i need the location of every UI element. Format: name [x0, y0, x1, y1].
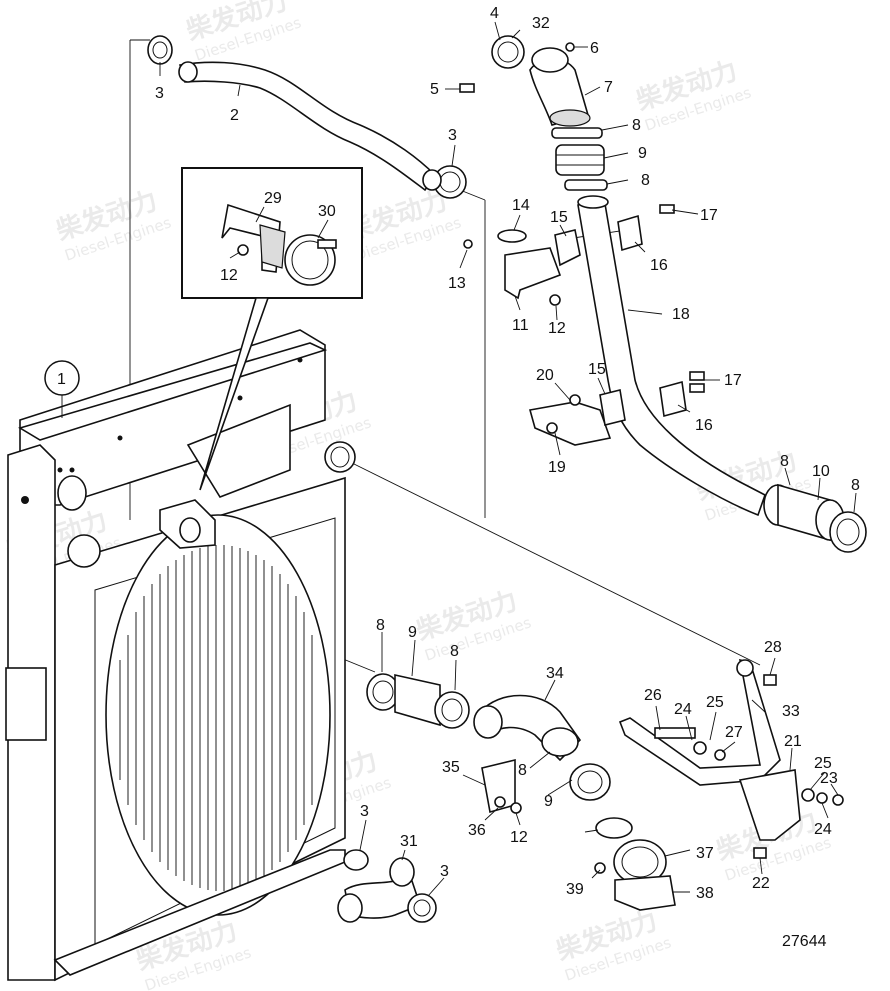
- callout-9: 9: [408, 624, 417, 641]
- callout-18: 18: [672, 306, 690, 323]
- callout-1: 1: [57, 371, 66, 388]
- callout-24: 24: [674, 701, 692, 718]
- callout-3: 3: [440, 863, 449, 880]
- callout-12: 12: [510, 829, 528, 846]
- charge-air-pipe: [577, 195, 867, 553]
- lower-pipe-assembly: [366, 673, 676, 911]
- callout-34: 34: [546, 665, 564, 682]
- callout-13: 13: [448, 275, 466, 292]
- callout-8: 8: [851, 477, 860, 494]
- callout-3: 3: [155, 85, 164, 102]
- callout-27: 27: [725, 724, 743, 741]
- callout-39: 39: [566, 881, 584, 898]
- callout-labels: 1 2 3 3 3 3 4 5 6 7 8 8 8 8 8 8 8 9 9 9 …: [44, 5, 860, 902]
- callout-3: 3: [360, 803, 369, 820]
- brackets: [463, 204, 705, 446]
- callout-19: 19: [548, 459, 566, 476]
- callout-35: 35: [442, 759, 460, 776]
- callout-2: 2: [230, 107, 239, 124]
- callout-8: 8: [780, 453, 789, 470]
- callout-circle: [44, 360, 80, 396]
- support-bracket: [618, 658, 844, 859]
- callout-16: 16: [695, 417, 713, 434]
- callout-10: 10: [812, 463, 830, 480]
- callout-leaders: [61, 21, 857, 897]
- callout-36: 36: [468, 822, 486, 839]
- callout-28: 28: [764, 639, 782, 656]
- callout-30: 30: [318, 203, 336, 220]
- callout-3: 3: [448, 127, 457, 144]
- callout-24: 24: [814, 821, 832, 838]
- callout-32: 32: [532, 15, 550, 32]
- callout-5: 5: [430, 81, 439, 98]
- callout-16: 16: [650, 257, 668, 274]
- callout-37: 37: [696, 845, 714, 862]
- callout-14: 14: [512, 197, 530, 214]
- callout-6: 6: [590, 40, 599, 57]
- callout-21: 21: [784, 733, 802, 750]
- callout-20: 20: [536, 367, 554, 384]
- callout-17: 17: [724, 372, 742, 389]
- callout-12: 12: [548, 320, 566, 337]
- callout-8: 8: [450, 643, 459, 660]
- callout-12: 12: [220, 267, 238, 284]
- callout-31: 31: [400, 833, 418, 850]
- callout-17: 17: [700, 207, 718, 224]
- figure-number: 27644: [782, 933, 827, 950]
- callout-9: 9: [638, 145, 647, 162]
- callout-25: 25: [814, 755, 832, 772]
- callout-33: 33: [782, 703, 800, 720]
- elbow-assembly: [459, 35, 608, 191]
- callout-15: 15: [588, 361, 606, 378]
- callout-7: 7: [604, 79, 613, 96]
- upper-hose-assembly: [147, 35, 467, 199]
- callout-8: 8: [518, 762, 527, 779]
- callout-15: 15: [550, 209, 568, 226]
- callout-29: 29: [264, 190, 282, 207]
- callout-4: 4: [490, 5, 499, 22]
- callout-38: 38: [696, 885, 714, 902]
- callout-8: 8: [376, 617, 385, 634]
- radiator-core: [119, 545, 313, 891]
- callout-11: 11: [512, 317, 529, 334]
- callout-23: 23: [820, 770, 838, 787]
- callout-22: 22: [752, 875, 770, 892]
- callout-26: 26: [644, 687, 662, 704]
- callout-8: 8: [641, 172, 650, 189]
- callout-25: 25: [706, 694, 724, 711]
- detail-inset: [181, 167, 363, 491]
- callout-9: 9: [544, 793, 553, 810]
- radiator-assembly: [5, 329, 356, 982]
- small-hose: [337, 849, 437, 923]
- callout-8: 8: [632, 117, 641, 134]
